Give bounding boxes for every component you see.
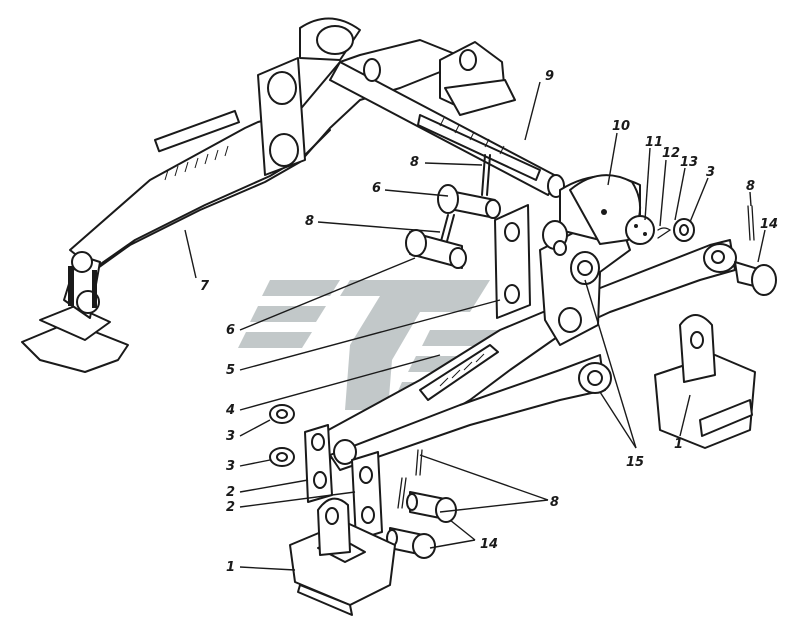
callout-15: 15 [626, 455, 644, 470]
callout-7: 7 [200, 279, 210, 294]
washer-left-lower [269, 447, 295, 467]
callout-6-lower: 6 [226, 323, 235, 338]
callout-14-lower: 14 [480, 537, 498, 552]
clevis-pin-14-upper [406, 491, 457, 523]
lower-link-bar [329, 354, 612, 471]
washer-left-upper [269, 404, 295, 424]
callout-8-middle: 8 [305, 214, 314, 229]
callout-8-upper: 8 [410, 155, 419, 170]
callout-3-upper: 3 [226, 429, 235, 444]
side-plate-left [304, 424, 333, 503]
callout-6-upper: 6 [372, 181, 381, 196]
callout-1-right: 1 [674, 437, 683, 452]
callout-9: 9 [545, 69, 554, 84]
cotter-pin-lower-left [397, 477, 407, 509]
spring-clip [657, 227, 672, 239]
lower-mounting-bracket [289, 497, 396, 616]
leader-lines [184, 81, 766, 571]
right-mounting-bracket [654, 314, 756, 449]
callout-4: 4 [225, 403, 235, 418]
callout-10: 10 [612, 119, 630, 134]
callout-3-lower: 3 [226, 459, 235, 474]
callout-8-right: 8 [746, 179, 755, 194]
small-washer-right [673, 218, 695, 242]
cotter-pin-right [747, 205, 755, 241]
callout-2-upper: 2 [226, 485, 235, 500]
callout-5: 5 [226, 363, 235, 378]
clevis-pin-upper [437, 184, 501, 219]
clevis-pin-14-right [734, 261, 777, 296]
link-plate [494, 204, 531, 319]
callout-labels: 9 10 11 12 13 3 8 14 8 6 8 7 6 5 4 3 3 2… [200, 69, 778, 575]
callout-11: 11 [645, 135, 663, 150]
callout-13: 13 [680, 155, 698, 170]
callout-14-right: 14 [760, 217, 778, 232]
callout-2-lower: 2 [226, 500, 235, 515]
side-plate-right [351, 451, 383, 541]
callout-1-left: 1 [226, 560, 235, 575]
clevis-pin-lower [405, 229, 467, 269]
upper-pedal-lever [69, 17, 471, 271]
callout-3-right: 3 [706, 165, 715, 180]
cotter-pin-lower-right [415, 449, 423, 476]
link-rod-upper [481, 154, 491, 196]
left-pedestal-bracket [21, 251, 129, 373]
callout-12: 12 [662, 146, 680, 161]
cross-shaft [329, 41, 565, 198]
disc-washer [625, 215, 655, 245]
callout-8-lower: 8 [550, 495, 559, 510]
